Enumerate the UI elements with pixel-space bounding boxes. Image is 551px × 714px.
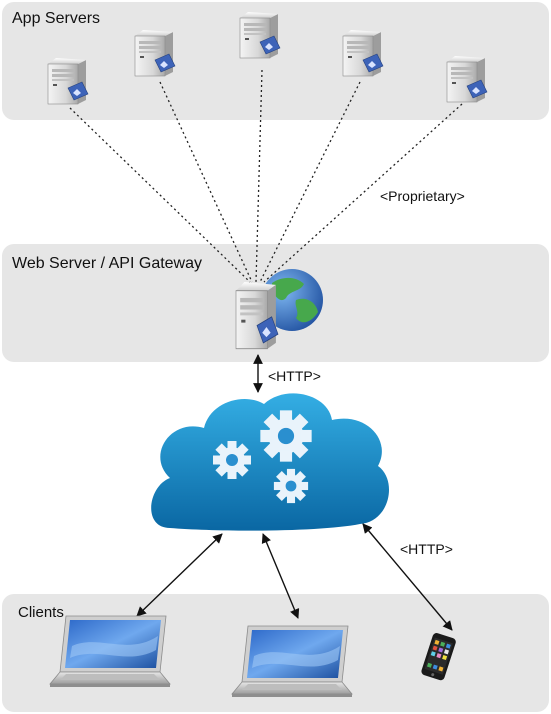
gear-icon xyxy=(213,441,251,479)
client-arrow xyxy=(136,533,223,617)
app-server-icon xyxy=(446,55,488,103)
smartphone-icon xyxy=(421,633,456,681)
http-clients-label: <HTTP> xyxy=(400,541,453,557)
laptop-icon xyxy=(231,625,353,698)
client-arrow xyxy=(362,523,453,631)
proprietary-label: <Proprietary> xyxy=(380,188,465,204)
cloud-gears-icon xyxy=(151,393,390,531)
gear-icon xyxy=(260,410,312,462)
app-server-icon xyxy=(47,57,89,105)
app-server-icon xyxy=(239,11,281,59)
proprietary-connections xyxy=(69,69,463,283)
gateway-title: Web Server / API Gateway xyxy=(12,255,203,272)
app-server-icon xyxy=(134,29,176,77)
laptop-icon xyxy=(49,615,171,688)
connection-line xyxy=(159,81,253,283)
clients-title: Clients xyxy=(18,604,64,621)
gear-icon xyxy=(273,468,309,504)
connection-line xyxy=(259,81,361,283)
connection-line xyxy=(263,103,463,283)
connection-line xyxy=(69,107,251,283)
http-gateway-label: <HTTP> xyxy=(268,368,321,384)
app-server-icon xyxy=(342,29,384,77)
connection-line xyxy=(255,69,263,283)
client-arrow xyxy=(261,533,300,619)
web-server-globe-icon xyxy=(235,269,323,350)
app-servers-title: App Servers xyxy=(12,10,101,27)
